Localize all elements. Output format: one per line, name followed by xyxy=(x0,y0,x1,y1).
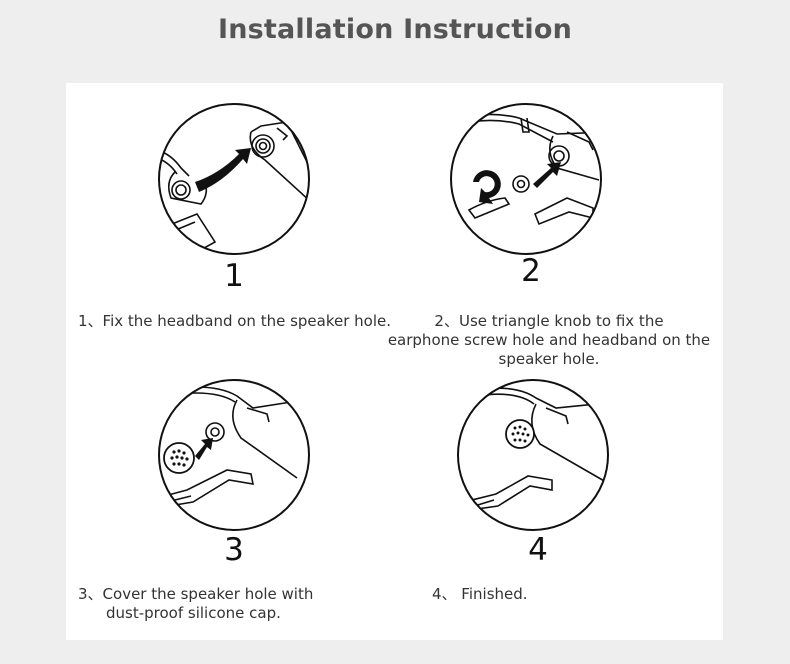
step-3-drawing xyxy=(158,379,310,531)
step-1-caption: 1、Fix the headband on the speaker hole. xyxy=(78,312,398,331)
step-3-illustration xyxy=(157,378,311,532)
step-4-drawing xyxy=(457,379,609,531)
step-1-number: 1 xyxy=(224,258,244,294)
step-4-caption: 4、 Finished. xyxy=(432,585,712,604)
step-2-caption: 2、Use triangle knob to fix the earphone … xyxy=(384,312,714,369)
step-1-drawing xyxy=(158,103,310,255)
step-3-caption: 3、Cover the speaker hole with dust-proof… xyxy=(78,585,398,623)
step-2-drawing xyxy=(450,103,602,255)
step-2-caption-line-2: earphone screw hole and headband on the xyxy=(387,331,711,349)
step-4-number: 4 xyxy=(528,532,548,568)
step-3-number: 3 xyxy=(224,532,244,568)
instruction-panel: 1 2 1、Fix the headband on xyxy=(66,83,723,640)
step-3-caption-line-2: dust-proof silicone cap. xyxy=(106,604,281,622)
step-1-caption-line-1: 1、Fix the headband on the speaker hole. xyxy=(78,312,391,330)
step-3-caption-line-1: 3、Cover the speaker hole with xyxy=(78,585,314,603)
step-2-caption-line-3: speaker hole. xyxy=(498,350,600,368)
page-title: Installation Instruction xyxy=(217,14,573,45)
step-4-illustration xyxy=(456,378,610,532)
step-2-caption-line-1: 2、Use triangle knob to fix the xyxy=(434,312,664,330)
step-1-illustration xyxy=(157,102,311,256)
step-4-caption-line-1: 4、 Finished. xyxy=(432,585,528,603)
step-2-illustration xyxy=(449,102,603,256)
step-2-number: 2 xyxy=(521,253,541,289)
